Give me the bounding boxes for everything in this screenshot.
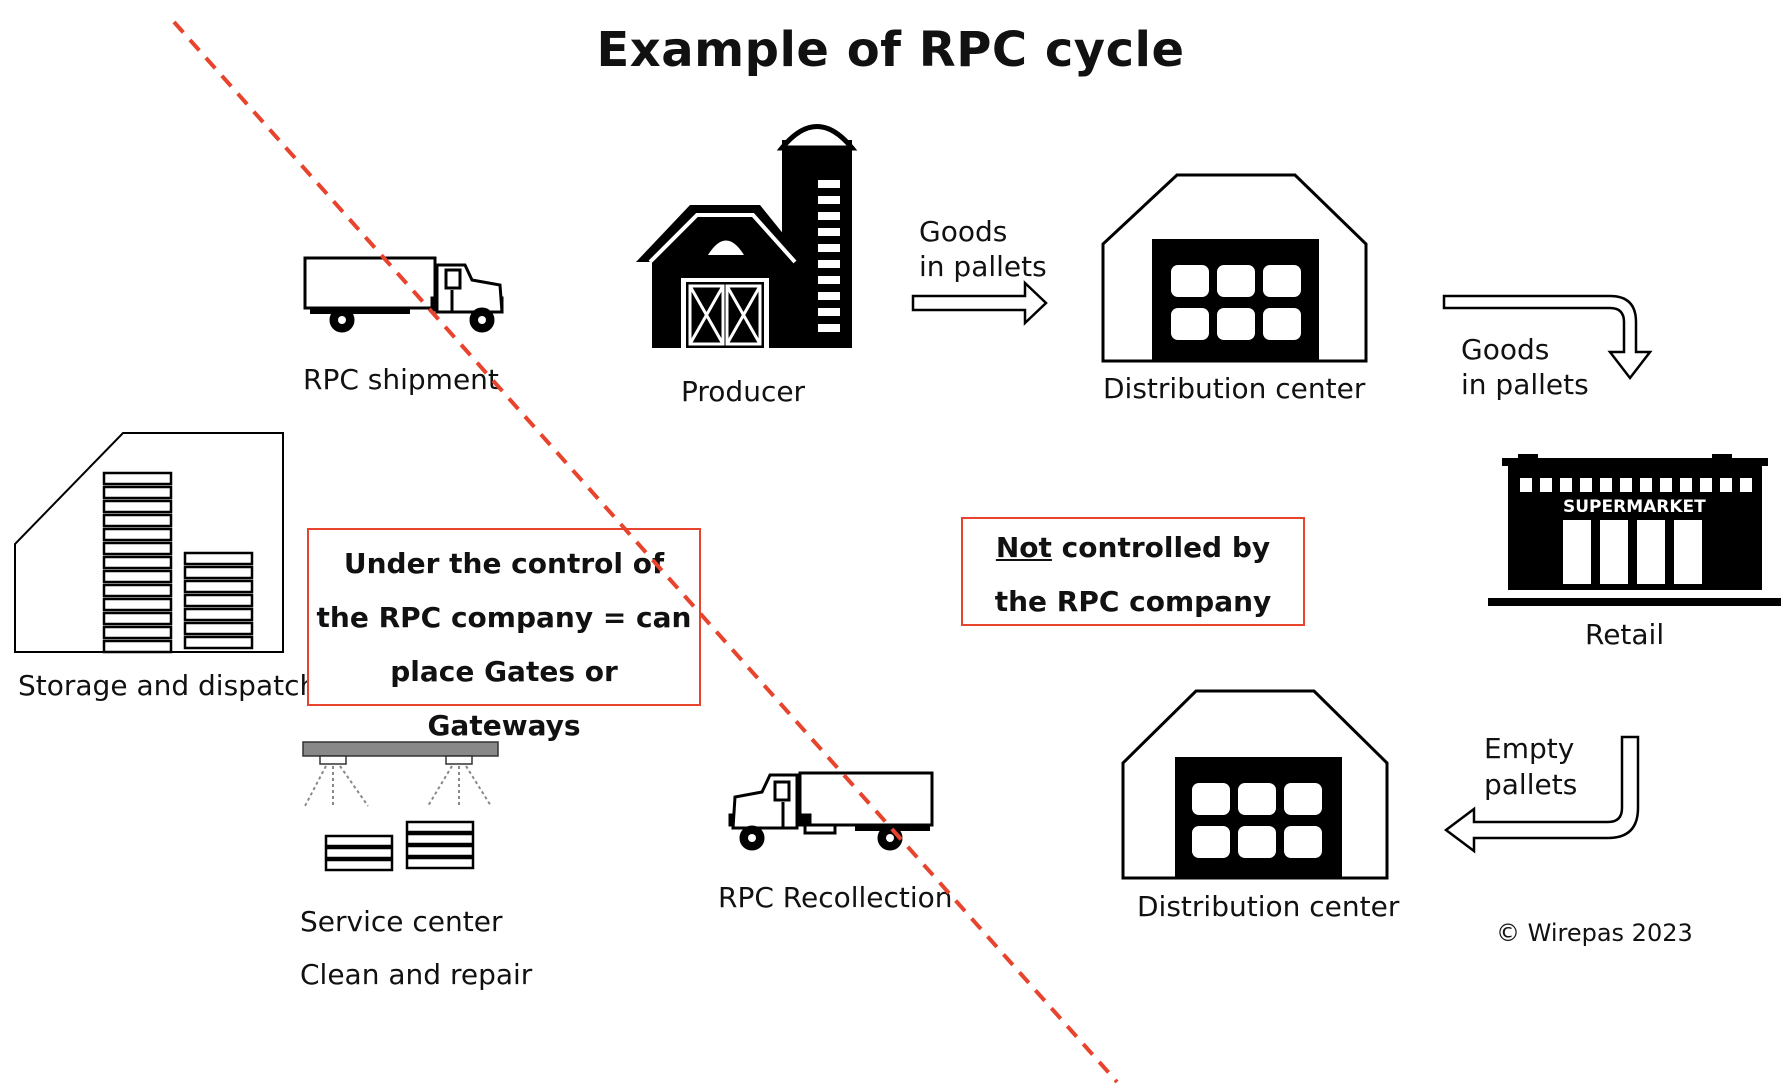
goods-right-label-1: Goods bbox=[1461, 333, 1550, 366]
producer-barn-icon bbox=[636, 124, 858, 348]
not-controlled-rest: controlled by bbox=[1051, 531, 1271, 564]
controlled-by-rpc-box: Under the control of the RPC company = c… bbox=[307, 528, 701, 742]
rpc-shipment-label: RPC shipment bbox=[303, 363, 499, 396]
distribution-center-top-label: Distribution center bbox=[1103, 372, 1366, 405]
goods-top-label-2: in pallets bbox=[919, 250, 1047, 283]
goods-top-label-1: Goods bbox=[919, 215, 1008, 248]
diagram-title: Example of RPC cycle bbox=[596, 22, 1185, 78]
copyright-text: © Wirepas 2023 bbox=[1496, 919, 1693, 947]
distribution-center-bottom-label: Distribution center bbox=[1137, 890, 1400, 923]
clean-repair-label: Clean and repair bbox=[300, 958, 533, 991]
not-controlled-line-2: the RPC company bbox=[994, 585, 1272, 618]
arrow-curve-down-outline bbox=[1442, 294, 1653, 381]
rpc-recollection-label: RPC Recollection bbox=[718, 881, 953, 914]
storage-warehouse-icon bbox=[14, 432, 284, 654]
goods-right-label-2: in pallets bbox=[1461, 368, 1589, 401]
producer-label: Producer bbox=[681, 375, 806, 408]
not-word: Not bbox=[995, 531, 1052, 564]
not-controlled-line-1: Not controlled by bbox=[963, 521, 1303, 575]
controlled-line-3: place Gates or Gateways bbox=[390, 655, 618, 742]
arrow-curve-left-outline bbox=[1443, 735, 1640, 854]
service-center-label: Service center bbox=[300, 905, 503, 938]
empty-pallets-label-1: Empty bbox=[1484, 732, 1575, 765]
arrow-right-outline bbox=[911, 280, 1048, 326]
retail-label: Retail bbox=[1585, 618, 1665, 651]
controlled-line-1: Under the control of bbox=[343, 547, 665, 580]
not-controlled-box: Not controlled by the RPC company bbox=[961, 517, 1305, 626]
retail-supermarket-icon bbox=[1488, 454, 1781, 606]
distribution-center-top-icon bbox=[1101, 173, 1368, 363]
storage-dispatch-label: Storage and dispatch bbox=[18, 669, 318, 702]
supermarket-sign: SUPERMARKET bbox=[1563, 497, 1706, 517]
empty-pallets-label-2: pallets bbox=[1484, 768, 1578, 801]
shipment-truck-icon bbox=[303, 256, 504, 333]
service-center-icon bbox=[302, 741, 499, 872]
distribution-center-bottom-icon bbox=[1121, 689, 1389, 880]
controlled-line-2: the RPC company = can bbox=[316, 601, 692, 634]
recollection-truck-icon bbox=[728, 771, 934, 851]
